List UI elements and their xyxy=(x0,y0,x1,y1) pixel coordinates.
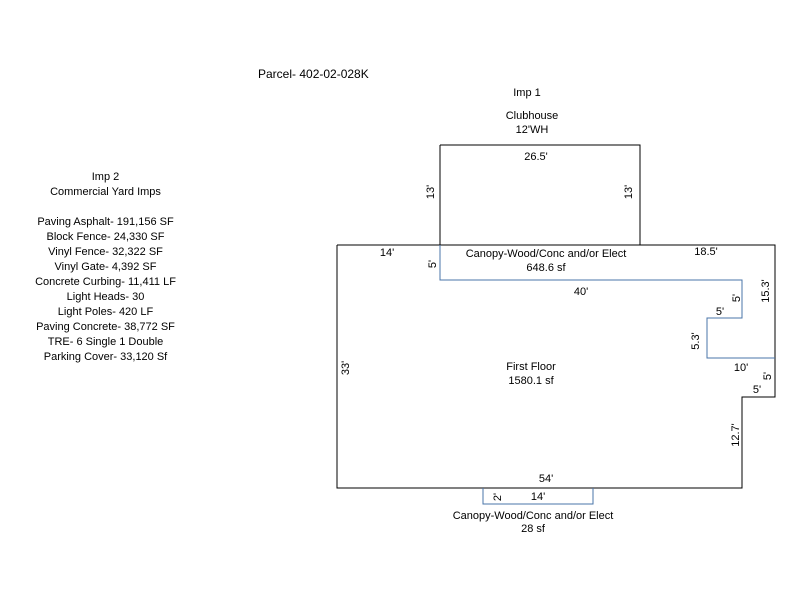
imp2-item-vinyl-gate: Vinyl Gate- 4,392 SF xyxy=(54,261,157,273)
dim-clubhouse-right: 13' xyxy=(623,184,635,200)
imp2-item-vinyl-fence: Vinyl Fence- 32,322 SF xyxy=(48,246,163,258)
dim-main-top-left: 14' xyxy=(379,247,395,259)
imp1-label: Imp 1 xyxy=(513,87,541,99)
imp2-item-concrete-curbing: Concrete Curbing- 11,411 LF xyxy=(35,276,176,288)
canopy-top-name: Canopy-Wood/Conc and/or Elect xyxy=(465,248,627,260)
first-floor-name: First Floor xyxy=(506,361,556,373)
dim-clubhouse-left: 13' xyxy=(425,184,437,200)
dim-right-lower: 12.7' xyxy=(730,423,742,447)
dim-main-top-right: 18.5' xyxy=(694,246,718,258)
canopy-top-area: 648.6 sf xyxy=(526,262,566,274)
canopy-bottom-area: 28 sf xyxy=(521,523,545,535)
dim-right-upper: 15.3' xyxy=(760,279,772,303)
dim-canopy-bottom: 10' xyxy=(733,362,749,374)
canopy-bottom-name: Canopy-Wood/Conc and/or Elect xyxy=(452,510,614,522)
imp2-item-paving-asphalt: Paving Asphalt- 191,156 SF xyxy=(37,216,174,228)
dim-clubhouse-top: 26.5' xyxy=(524,151,548,163)
imp2-item-light-poles: Light Poles- 420 LF xyxy=(57,306,154,318)
dim-canopy-right: 5' xyxy=(731,293,743,303)
imp2-item-light-heads: Light Heads- 30 xyxy=(66,291,145,303)
imp2-item-paving-concrete: Paving Concrete- 38,772 SF xyxy=(36,321,175,333)
parcel-title: Parcel- 402-02-028K xyxy=(258,67,369,81)
dim-bottom: 54' xyxy=(538,473,554,485)
dim-right-step: 5' xyxy=(752,384,762,396)
dim-small-canopy-width: 14' xyxy=(530,491,546,503)
imp2-item-parking-cover: Parking Cover- 33,120 Sf xyxy=(43,351,168,363)
dim-canopy-step-h: 5' xyxy=(715,306,725,318)
imp2-item-block-fence: Block Fence- 24,330 SF xyxy=(46,231,165,243)
imp2-label: Imp 2 xyxy=(91,171,120,183)
imp2-name: Commercial Yard Imps xyxy=(50,186,161,198)
dim-small-canopy-depth: 2' xyxy=(492,492,504,502)
dim-right-mid: 5' xyxy=(762,371,774,381)
clubhouse-wall-height: 12'WH xyxy=(515,124,549,136)
imp2-spacer xyxy=(18,200,193,215)
imp2-list: Imp 2 Commercial Yard Imps Paving Asphal… xyxy=(18,170,193,365)
dim-canopy-left: 5' xyxy=(427,259,439,269)
clubhouse-name: Clubhouse xyxy=(505,110,559,122)
imp2-item-tre: TRE- 6 Single 1 Double xyxy=(47,336,164,348)
dim-canopy-step-v: 5.3' xyxy=(690,332,702,350)
canopy-outline xyxy=(439,245,775,359)
first-floor-area: 1580.1 sf xyxy=(508,375,554,387)
building-outline xyxy=(336,144,776,489)
dim-left-side: 33' xyxy=(340,360,352,376)
small-canopy-outline xyxy=(482,488,594,505)
dim-canopy-width: 40' xyxy=(573,286,589,298)
